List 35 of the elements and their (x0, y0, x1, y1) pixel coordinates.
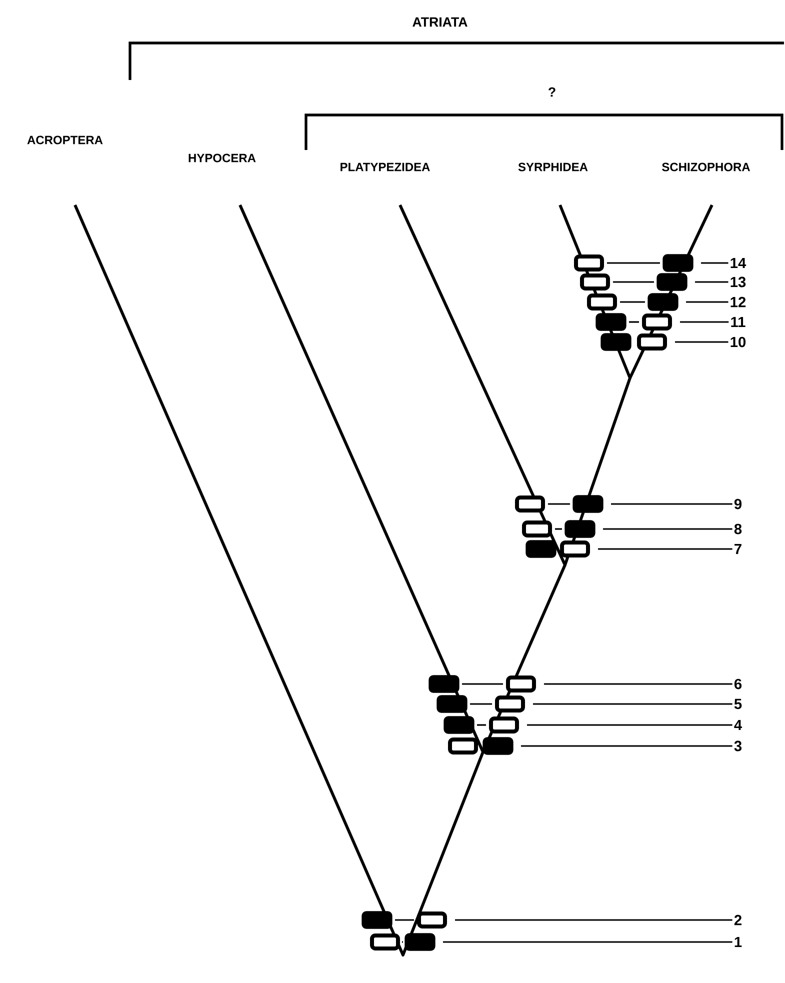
leader-line (521, 745, 732, 747)
group-label: ATRIATA (412, 17, 468, 27)
leader-line (686, 301, 728, 303)
character-number: 6 (734, 678, 742, 690)
leader-line (443, 941, 732, 943)
leader-line (701, 262, 728, 264)
leader-line (544, 683, 732, 685)
leader-line (533, 703, 732, 705)
taxon-label: ACROPTERA (27, 136, 103, 144)
leader-line (603, 528, 732, 530)
taxon-label: PLATYPEZIDEA (340, 162, 430, 172)
character-number: 9 (734, 498, 742, 510)
character-number: 2 (734, 914, 742, 926)
character-number: 5 (734, 698, 742, 710)
character-number: 4 (734, 720, 742, 730)
leader-line (695, 281, 728, 283)
character-number: 1 (734, 936, 742, 948)
character-number: 7 (734, 544, 742, 554)
leader-line (455, 919, 732, 921)
taxon-label: SCHIZOPHORA (662, 162, 750, 172)
taxon-label: HYPOCERA (188, 154, 256, 162)
leader-line (611, 503, 732, 505)
leader-line (598, 548, 732, 550)
leader-line (527, 724, 732, 726)
leader-line (675, 341, 728, 343)
character-number: 12 (730, 296, 746, 308)
group-label: ? (548, 87, 556, 97)
leader-line (680, 321, 729, 323)
character-number: 14 (730, 258, 746, 268)
character-number: 13 (730, 276, 746, 288)
character-number: 10 (730, 336, 746, 348)
taxon-label: SYRPHIDEA (518, 162, 588, 172)
character-number: 8 (734, 524, 742, 534)
character-number: 11 (731, 316, 746, 328)
character-number: 3 (734, 740, 742, 752)
